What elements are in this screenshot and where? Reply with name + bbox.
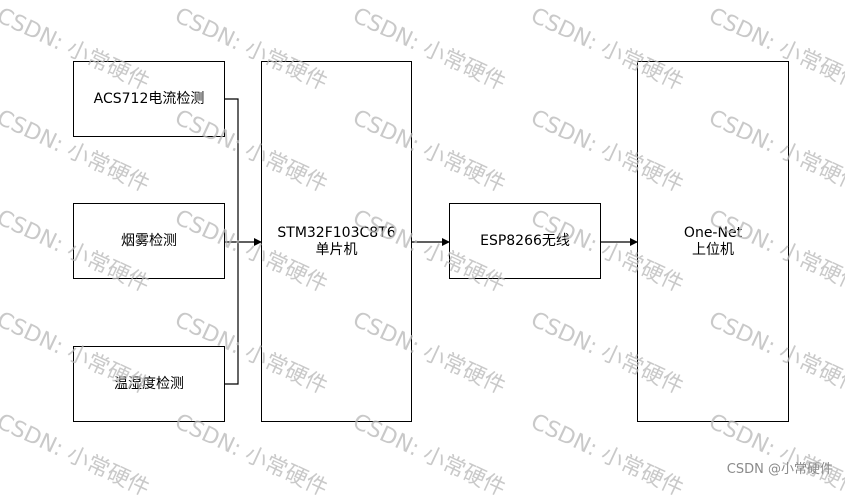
onenet-host-box: One-Net 上位机 [637,61,789,422]
mcu-box: STM32F103C8T6 单片机 [261,61,412,422]
footer-credit: CSDN @小常硬件 [726,462,833,477]
mcu-type-label: 单片机 [315,241,358,258]
temp-humidity-label: 温湿度检测 [114,375,184,392]
smoke-detection-label: 烟雾检测 [121,232,177,249]
onenet-name-label: One-Net [683,224,743,241]
connector-layer [225,98,638,385]
temp-humidity-box: 温湿度检测 [73,346,225,422]
connector-temp-humidity [225,242,239,385]
esp8266-label: ESP8266无线 [480,232,570,249]
block-diagram: ACS712电流检测 烟雾检测 温湿度检测 STM32F103C8T6 单片机 … [73,61,789,422]
esp8266-box: ESP8266无线 [449,203,601,279]
acs712-current-box: ACS712电流检测 [73,61,225,137]
mcu-model-label: STM32F103C8T6 [277,224,396,241]
acs712-current-label: ACS712电流检测 [93,90,205,107]
smoke-detection-box: 烟雾检测 [73,203,225,279]
onenet-role-label: 上位机 [691,241,734,258]
connector-acs712 [225,98,239,242]
